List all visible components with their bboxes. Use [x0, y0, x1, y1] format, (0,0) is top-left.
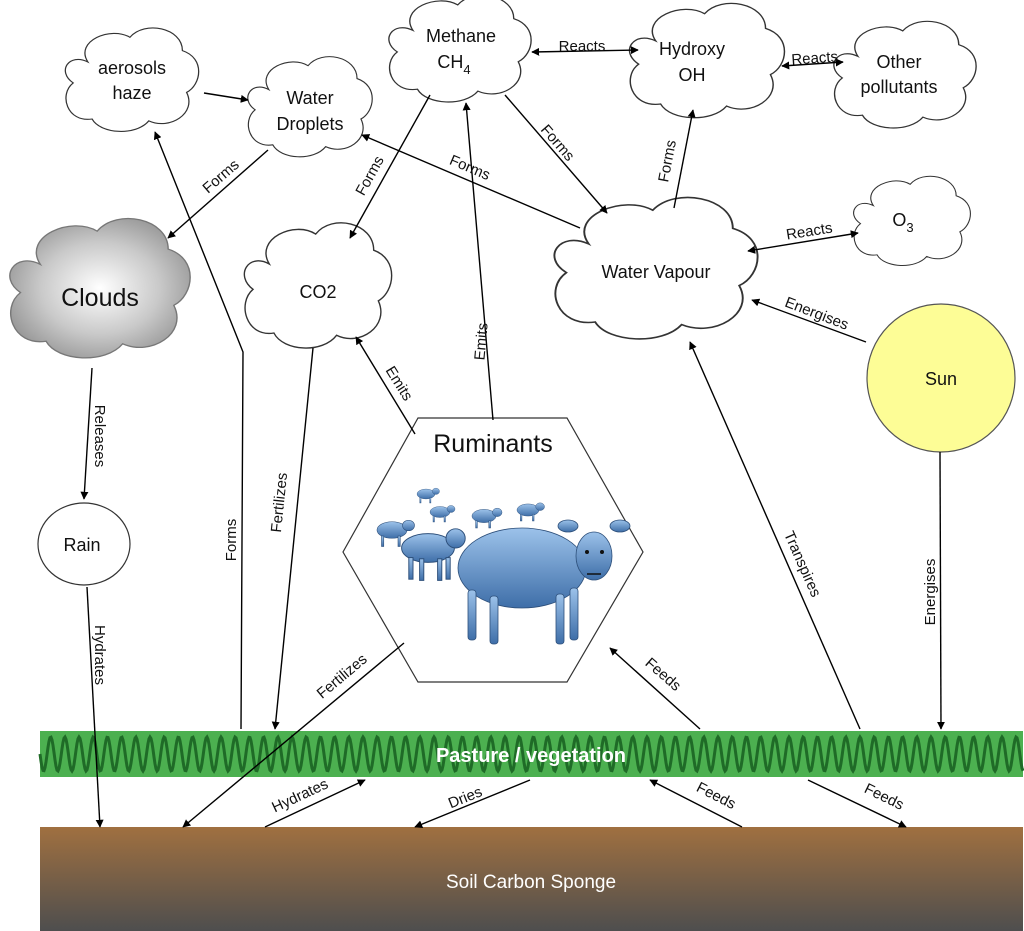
edge-label-hydrates-rain: Hydrates [91, 625, 108, 685]
other-pollutants-label-line2: pollutants [860, 77, 937, 97]
arrow-methane-hydroxy [531, 46, 639, 56]
co2-label: CO2 [299, 282, 336, 302]
arrow-ruminants-methane [462, 102, 494, 421]
aerosols-label-line2: haze [112, 83, 151, 103]
methane-label: Methane [426, 26, 496, 46]
pasture-wave [38, 734, 1024, 774]
rain-circle [37, 502, 131, 586]
arrow-clouds-rain [80, 367, 93, 500]
arrow-soil-pasture-feeds [649, 779, 743, 828]
aerosols-haze-cloud [64, 27, 200, 133]
sheep-herd-illustration [376, 487, 631, 645]
rain-label: Rain [63, 535, 100, 555]
edge-label-forms-vapour-hydroxy: Forms [655, 139, 680, 184]
arrow-droplets-clouds [167, 149, 269, 239]
arrow-rain-soil [86, 586, 104, 828]
edge-label-forms-methane-co2: Forms [352, 153, 387, 198]
arrow-soil-pasture-hydrates [264, 779, 366, 828]
arrow-sun-vapour [751, 298, 867, 343]
arrow-vapour-droplets [361, 134, 581, 229]
sun-label: Sun [925, 369, 957, 389]
arrow-vapour-ozone [747, 230, 859, 254]
ruminants-label: Ruminants [433, 430, 553, 458]
edge-label-fertilizes-co2: Fertilizes [268, 472, 291, 533]
pasture-label: Pasture / vegetation [436, 745, 626, 767]
arrow-pasture-soil-dries [414, 779, 531, 828]
edge-label-transpires: Transpires [780, 529, 824, 600]
edge-label-feeds-ruminants: Feeds [642, 655, 685, 695]
clouds-label: Clouds [61, 284, 139, 312]
water-vapour-label: Water Vapour [601, 262, 710, 282]
soil-band [40, 827, 1023, 931]
edge-label-forms-vapour-droplets: Forms [447, 152, 493, 184]
edge-label-forms-pasture-aerosols: Forms [223, 519, 240, 562]
hydroxy-label-line1: Hydroxy [659, 39, 725, 59]
arrow-ruminants-co2 [355, 336, 416, 435]
arrow-pasture-aerosols [153, 131, 244, 730]
water-droplets-label-line1: Water [286, 88, 333, 108]
methane-formula: CH4 [437, 52, 470, 77]
edge-label-emits-co2: Emits [382, 363, 416, 404]
edge-label-emits-methane: Emits [471, 322, 491, 361]
arrow-methane-co2 [349, 94, 431, 239]
edge-label-energises-vapour: Energises [782, 294, 850, 334]
arrow-sun-pasture [936, 451, 945, 730]
edge-label-releases: Releases [91, 405, 108, 468]
arrow-vapour-hydroxy [673, 109, 696, 209]
arrow-aerosols-droplets [203, 92, 249, 103]
other-pollutants-label-line1: Other [876, 52, 921, 72]
other-pollutants-cloud [833, 20, 977, 129]
water-droplets-label-line2: Droplets [276, 114, 343, 134]
arrow-pasture-ruminants [609, 647, 701, 730]
arrow-hydroxy-pollutants [781, 58, 844, 70]
arrow-pasture-vapour [689, 341, 861, 730]
soil-label: Soil Carbon Sponge [446, 872, 616, 893]
ozone-formula: O3 [892, 210, 913, 235]
edge-label-forms-methane-vapour: Forms [537, 121, 578, 164]
hydroxy-cloud [628, 2, 786, 119]
edge-label-feeds-soil-pasture: Feeds [694, 779, 739, 813]
arrow-layer [80, 46, 945, 828]
aerosols-label-line1: aerosols [98, 58, 166, 78]
edge-label-energises-pasture: Energises [922, 559, 939, 626]
methane-cloud [388, 0, 532, 103]
edge-label-reacts-3: Reacts [785, 220, 834, 244]
arrow-ruminants-soil [182, 642, 405, 828]
edge-label-reacts-1: Reacts [559, 38, 606, 55]
arrow-pasture-soil-feeds [807, 779, 907, 828]
edge-label-reacts-2: Reacts [791, 48, 839, 68]
sun-circle [866, 303, 1016, 453]
arrow-co2-pasture [271, 347, 314, 730]
hydroxy-label-line2: OH [679, 65, 706, 85]
edge-label-dries: Dries [446, 783, 485, 812]
arrow-methane-vapour [504, 94, 608, 214]
